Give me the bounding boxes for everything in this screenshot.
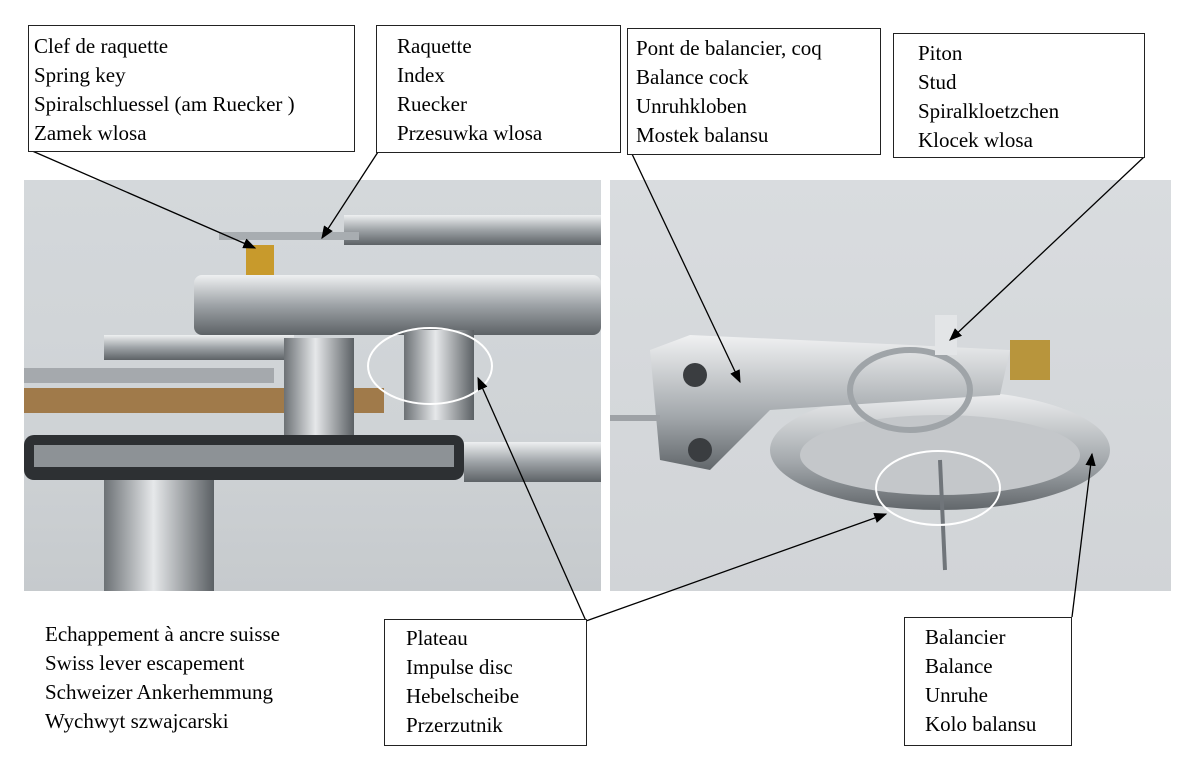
label-line: Clef de raquette — [34, 34, 169, 58]
label-line: Spiralkloetzchen — [918, 99, 1060, 123]
label-line: Balance — [925, 654, 993, 678]
escapement-photo-left — [24, 180, 601, 591]
caption-line: Swiss lever escapement — [45, 651, 245, 675]
label-line: Klocek wlosa — [918, 128, 1033, 152]
label-line: Mostek balansu — [636, 123, 769, 147]
caption-escapement: Echappement à ancre suisse Swiss lever e… — [45, 620, 280, 736]
label-line: Kolo balansu — [925, 712, 1037, 736]
label-line: Stud — [918, 70, 957, 94]
label-line: Przerzutnik — [406, 713, 503, 737]
label-box-raquette: Raquette Index Ruecker Przesuwka wlosa — [376, 25, 621, 153]
label-line: Impulse disc — [406, 655, 513, 679]
caption-line: Schweizer Ankerhemmung — [45, 680, 274, 704]
label-line: Raquette — [397, 34, 472, 58]
balance-photo-right — [610, 180, 1171, 591]
label-line: Unruhe — [925, 683, 988, 707]
label-box-stud: Piton Stud Spiralkloetzchen Klocek wlosa — [893, 33, 1145, 158]
label-line: Balance cock — [636, 65, 749, 89]
label-line: Przesuwka wlosa — [397, 121, 543, 145]
label-line: Hebelscheibe — [406, 684, 520, 708]
label-line: Zamek wlosa — [34, 121, 147, 145]
label-line: Plateau — [406, 626, 468, 650]
label-box-balance-cock: Pont de balancier, coq Balance cock Unru… — [627, 28, 881, 155]
label-line: Unruhkloben — [636, 94, 747, 118]
label-line: Ruecker — [397, 92, 467, 116]
label-box-balance: Balancier Balance Unruhe Kolo balansu — [904, 617, 1072, 746]
label-line: Balancier — [925, 625, 1006, 649]
label-line: Piton — [918, 41, 963, 65]
label-line: Index — [397, 63, 445, 87]
caption-line: Wychwyt szwajcarski — [45, 709, 229, 733]
label-line: Spiralschluessel (am Ruecker ) — [34, 92, 295, 116]
label-line: Spring key — [34, 63, 126, 87]
label-line: Pont de balancier, coq — [636, 36, 822, 60]
label-box-plateau: Plateau Impulse disc Hebelscheibe Przerz… — [384, 619, 587, 746]
caption-line: Echappement à ancre suisse — [45, 622, 280, 646]
label-box-spring-key: Clef de raquette Spring key Spiralschlue… — [28, 25, 355, 152]
